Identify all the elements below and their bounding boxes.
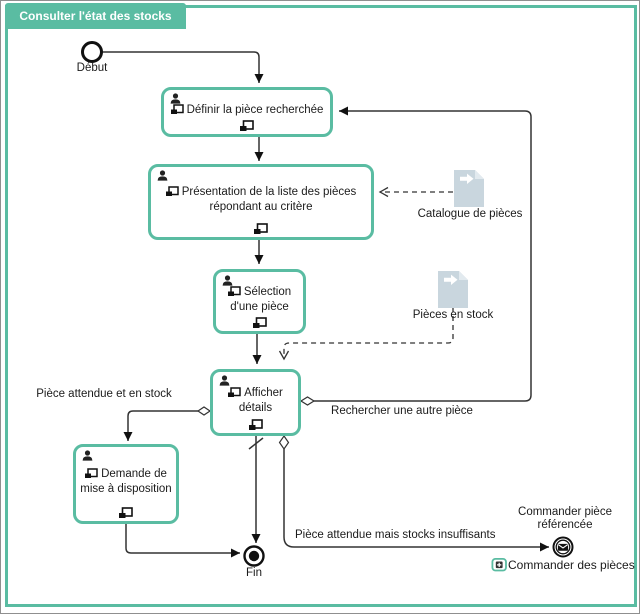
task-label: Sélection d'une pièce <box>230 285 292 313</box>
end-event-fin[interactable] <box>243 545 265 567</box>
screen-icon <box>170 103 184 115</box>
user-icon <box>82 450 93 461</box>
task-selection-piece[interactable]: Sélection d'une pièce <box>213 269 306 334</box>
screen-icon <box>248 419 263 431</box>
screen-icon <box>252 317 267 329</box>
data-object-stock-icon[interactable] <box>438 271 468 308</box>
document-arrow-icon <box>444 274 458 285</box>
task-presentation-liste[interactable]: Présentation de la liste des pièces répo… <box>148 164 374 240</box>
pool-title-tab: Consulter l'état des stocks <box>5 3 186 29</box>
flow-afficher-to-commander <box>283 449 549 552</box>
task-definir-piece[interactable]: Définir la pièce recherchée <box>161 87 333 137</box>
document-arrow-icon <box>460 173 474 184</box>
task-label: Afficher détails <box>238 386 283 414</box>
data-object-catalogue-icon[interactable] <box>454 170 484 207</box>
conditional-diamond-right <box>299 396 316 406</box>
conditional-diamond-bottom <box>278 434 290 451</box>
screen-icon <box>254 223 268 235</box>
data-object-stock-label: Pièces en stock <box>412 309 494 321</box>
flow-start-to-definir <box>102 51 264 83</box>
user-icon <box>170 93 181 104</box>
pool-title: Consulter l'état des stocks <box>19 9 172 23</box>
edge-label-rechercher-autre: Rechercher une autre pièce <box>331 405 473 417</box>
subprocess-link-label[interactable]: Commander des pièces <box>508 558 635 572</box>
message-end-event-label: Commander pièce référencée <box>518 506 612 532</box>
screen-icon <box>228 386 241 398</box>
flow-demande-to-fin <box>125 524 240 558</box>
start-event-label: Début <box>76 62 108 74</box>
screen-icon <box>165 186 179 197</box>
screen-icon <box>85 468 98 479</box>
screen-icon <box>119 507 133 519</box>
pool-frame <box>5 5 637 607</box>
data-object-catalogue-label: Catalogue de pièces <box>417 208 523 220</box>
edge-label-stocks-insuffisants: Pièce attendue mais stocks insuffisants <box>295 529 496 541</box>
conditional-diamond-left <box>196 406 212 416</box>
screen-icon <box>240 120 254 132</box>
task-demande-disposition[interactable]: Demande de mise à disposition <box>73 444 179 524</box>
user-icon <box>219 375 230 386</box>
subprocess-plus-icon[interactable] <box>491 557 507 572</box>
flow-afficher-to-definir-loop <box>314 106 532 402</box>
user-icon <box>157 170 168 181</box>
task-afficher-details[interactable]: Afficher détails <box>210 369 301 436</box>
edge-label-attendue-en-stock: Pièce attendue et en stock <box>36 388 172 400</box>
default-flow-slash <box>248 437 264 450</box>
start-event[interactable] <box>81 41 103 63</box>
task-label: Demande de mise à disposition <box>80 468 172 495</box>
message-end-event[interactable] <box>552 536 574 558</box>
flow-afficher-to-demande <box>123 410 198 441</box>
task-label: Définir la pièce recherchée <box>186 103 324 116</box>
screen-icon <box>227 285 241 297</box>
task-label: Présentation de la liste des pièces répo… <box>181 186 357 213</box>
end-event-fin-label: Fin <box>246 567 262 579</box>
assoc-stock-to-afficher <box>278 307 454 361</box>
user-icon <box>222 275 233 286</box>
envelope-icon <box>557 543 569 551</box>
